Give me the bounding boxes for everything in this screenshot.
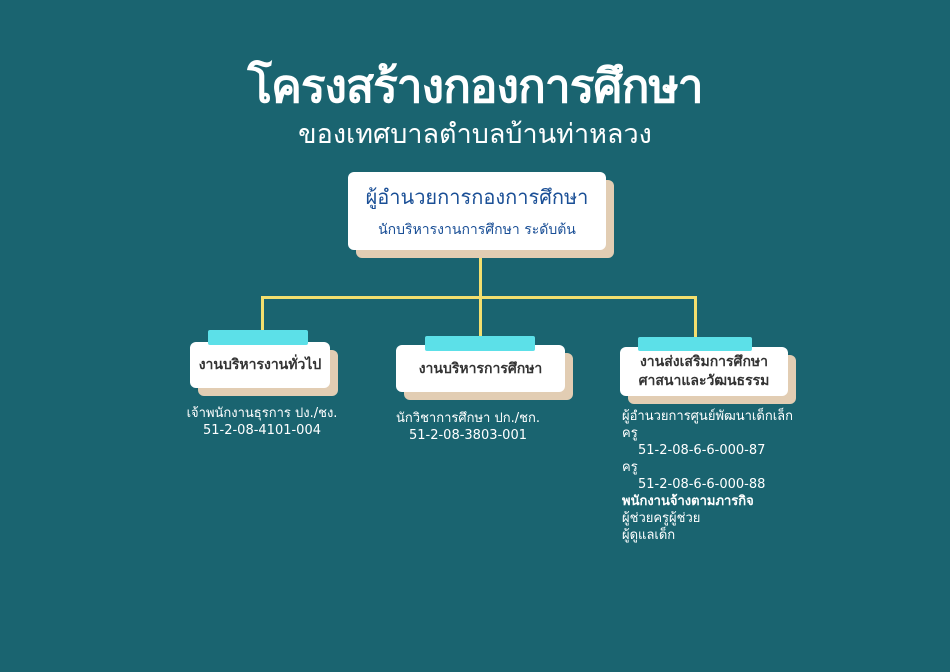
staff-line: ผู้อำนวยการศูนย์พัฒนาเด็กเล็ก	[622, 409, 793, 424]
staff-line: ผู้ช่วยครูผู้ช่วย	[622, 511, 701, 526]
page-title: โครงสร้างกองการศึกษา	[247, 59, 703, 113]
unit-box-education-admin: งานบริหารการศึกษา	[396, 345, 565, 392]
staff-line: ครู	[622, 426, 638, 441]
unit-tab	[638, 337, 752, 351]
head-position: นักบริหารงานการศึกษา ระดับต้น	[378, 222, 576, 238]
unit-name-line2: ศาสนาและวัฒนธรรม	[638, 372, 770, 389]
unit-staff-general: เจ้าพนักงานธุรการ ปง./ชง. 51-2-08-4101-0…	[180, 405, 344, 439]
staff-line: พนักงานจ้างตามภารกิจ	[622, 494, 754, 509]
unit-name: งานบริหารการศึกษา	[418, 360, 543, 377]
connector-vertical-main	[479, 250, 482, 298]
unit-tab	[208, 330, 308, 345]
connector-left	[261, 296, 264, 332]
staff-line: ผู้ดูแลเด็ก	[622, 528, 676, 543]
head-box: ผู้อำนวยการกองการศึกษา นักบริหารงานการศึ…	[348, 172, 606, 250]
staff-line: 51-2-08-3803-001	[408, 428, 527, 443]
connector-middle	[479, 296, 482, 338]
staff-line: นักวิชาการศึกษา ปก./ชก.	[396, 411, 540, 426]
unit-box-general: งานบริหารงานทั่วไป	[190, 342, 330, 388]
staff-line: ครู	[622, 460, 638, 475]
unit-name-line1: งานส่งเสริมการศึกษา	[639, 353, 769, 370]
unit-staff-promotion: ผู้อำนวยการศูนย์พัฒนาเด็กเล็ก ครู 51-2-0…	[622, 408, 822, 544]
head-title: ผู้อำนวยการกองการศึกษา	[365, 185, 589, 209]
unit-staff-education-admin: นักวิชาการศึกษา ปก./ชก. 51-2-08-3803-001	[385, 410, 551, 444]
staff-line: เจ้าพนักงานธุรการ ปง./ชง.	[186, 406, 338, 421]
page-subtitle: ของเทศบาลตำบลบ้านท่าหลวง	[298, 119, 652, 150]
connector-right	[694, 296, 697, 338]
staff-line: 51-2-08-6-6-000-88	[638, 477, 766, 492]
unit-tab	[425, 336, 535, 351]
unit-box-promotion: งานส่งเสริมการศึกษา ศาสนาและวัฒนธรรม	[620, 347, 788, 396]
unit-name: งานบริหารงานทั่วไป	[198, 357, 322, 373]
staff-line: 51-2-08-4101-004	[202, 423, 321, 438]
staff-line: 51-2-08-6-6-000-87	[638, 443, 766, 458]
